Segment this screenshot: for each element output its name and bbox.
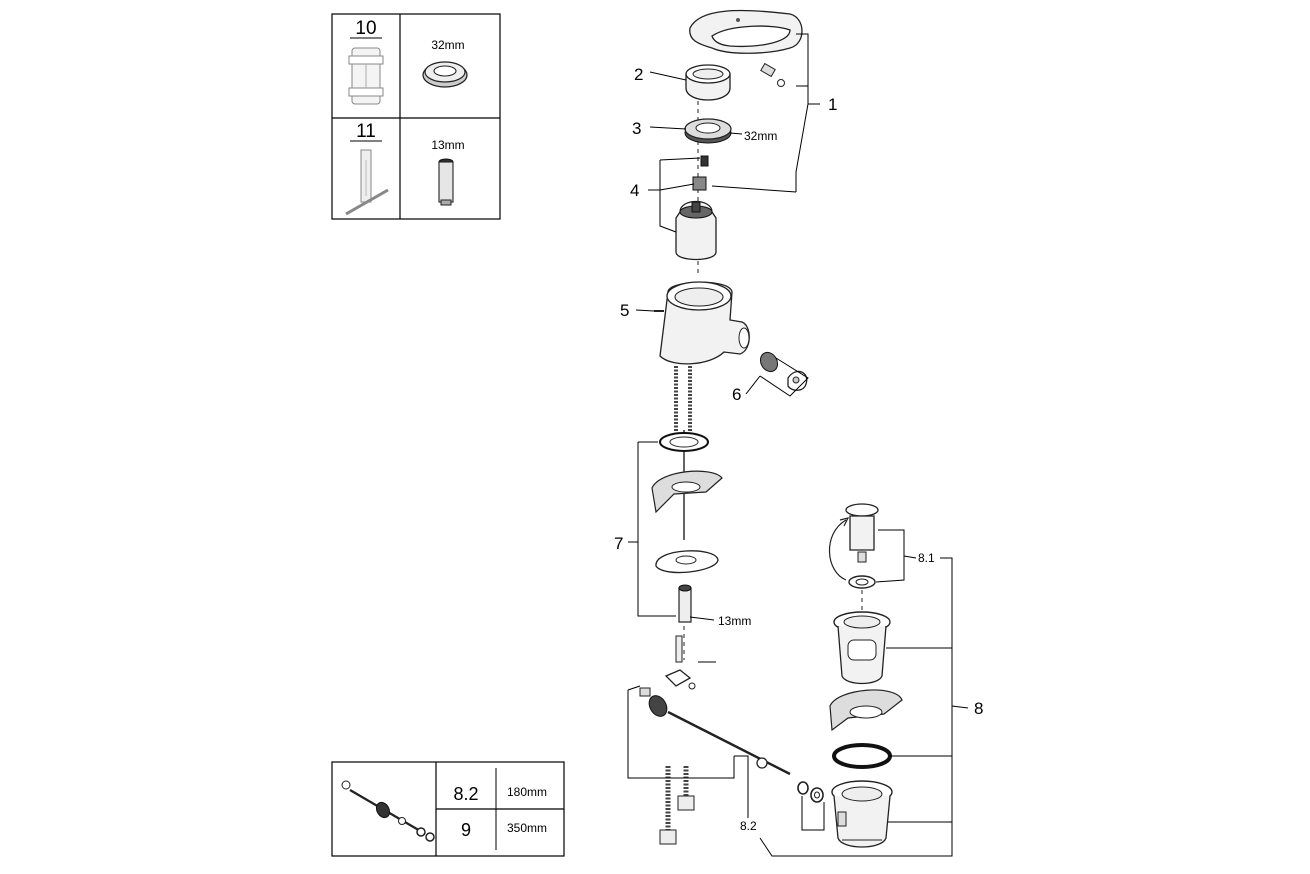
aerator [759, 351, 808, 391]
grub-screw [760, 62, 785, 87]
leader-lines [627, 33, 969, 857]
tool-table-row-1-size: 32mm [431, 38, 464, 52]
callout-6: 6 [732, 385, 741, 404]
ring-32mm-icon [422, 61, 468, 88]
hose-table-row-2-length: 350mm [507, 821, 547, 835]
pull-rod-assembly [639, 635, 824, 803]
tool-table-row-2-id: 11 [356, 121, 376, 142]
hose-table-row-1-id: 8.2 [453, 784, 478, 804]
mounting-set [651, 432, 723, 623]
cartridge-set [675, 155, 717, 261]
callout-8: 8 [974, 699, 983, 718]
flexible-hoses [659, 766, 695, 845]
lever-handle [689, 9, 803, 54]
hose-table-row-1-length: 180mm [507, 785, 547, 799]
callout-2: 2 [634, 65, 643, 84]
callout-labels: 1 2 3 32mm 4 5 6 7 13mm 8 8.1 8.2 [614, 65, 983, 833]
cartridge-tool-icon [348, 47, 384, 105]
hose-table-row-2-id: 9 [461, 820, 471, 840]
pull-rod-assembly-icon [341, 780, 435, 842]
t-wrench-icon [345, 149, 389, 216]
waste-plug [828, 503, 879, 589]
hose-table: 8.2 180mm 9 350mm [331, 761, 565, 857]
tool-table: 10 32mm 11 13mm [331, 13, 501, 220]
mixer-body [654, 281, 750, 540]
callout-3-size: 32mm [744, 129, 777, 143]
retaining-nut [684, 118, 732, 144]
callout-3: 3 [632, 119, 641, 138]
waste-body [829, 611, 903, 848]
callout-8-1: 8.1 [918, 551, 935, 565]
callout-4: 4 [630, 181, 639, 200]
callout-1: 1 [828, 95, 837, 114]
socket-13mm-icon [438, 158, 454, 206]
callout-5: 5 [620, 301, 629, 320]
callout-8-2: 8.2 [740, 819, 757, 833]
tool-table-row-1-id: 10 [355, 18, 376, 39]
tool-table-row-2-size: 13mm [431, 138, 464, 152]
callout-7-size: 13mm [718, 614, 751, 628]
callout-7: 7 [614, 534, 623, 553]
cover-cap [685, 64, 731, 101]
